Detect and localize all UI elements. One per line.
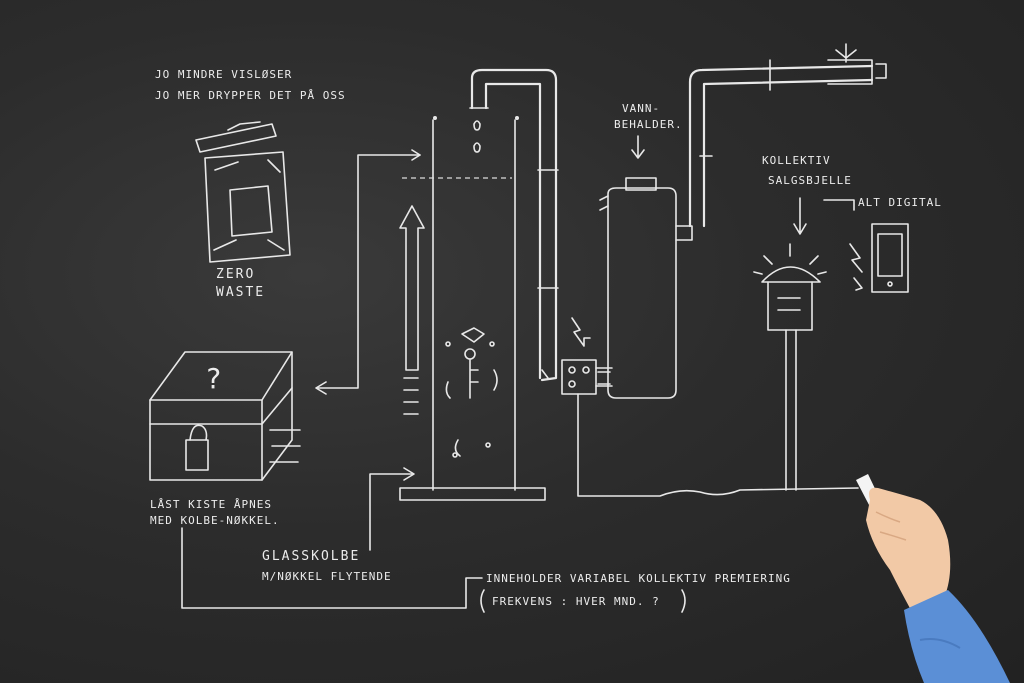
flask-label-line1: GLASSKOLBE bbox=[262, 549, 360, 564]
flask-label-line2: M/NØKKEL FLYTENDE bbox=[262, 570, 392, 583]
locked-chest-sketch bbox=[149, 351, 301, 481]
drip-pipe-sketch bbox=[469, 68, 559, 382]
zero-waste-bin-sketch bbox=[195, 121, 291, 263]
waste-label: WASTE bbox=[216, 285, 265, 300]
chest-label-line2: MED KOLBE-NØKKEL. bbox=[150, 514, 280, 527]
lamp-label-line2: SALGSBJELLE bbox=[768, 174, 852, 187]
pipe-with-faucet-sketch bbox=[688, 43, 887, 228]
arrow-to-chest bbox=[317, 154, 421, 389]
lamp-label-line1: KOLLEKTIV bbox=[762, 154, 831, 167]
sensor-box-sketch bbox=[541, 317, 859, 497]
digital-label: ALT DIGITAL bbox=[858, 196, 942, 209]
zero-label: ZERO bbox=[216, 267, 255, 282]
chest-question-mark: ? bbox=[205, 362, 224, 395]
smartphone-sketch bbox=[849, 223, 909, 293]
water-tank-sketch bbox=[597, 177, 693, 399]
glass-tube-sketch bbox=[399, 116, 546, 501]
connector-to-prize-note bbox=[181, 527, 483, 609]
tank-label-line1: VANN- bbox=[622, 102, 660, 115]
arrow-to-flask bbox=[369, 473, 413, 551]
prize-note-line2: FREKVENS : HVER MND. ? bbox=[492, 595, 660, 608]
chest-label-line1: LÅST KISTE ÅPNES bbox=[150, 498, 272, 511]
note-top-left-line1: JO MINDRE VISLØSER bbox=[155, 68, 292, 81]
hand-with-chalk bbox=[856, 474, 1010, 683]
note-top-left-line2: JO MER DRYPPER DET PÅ OSS bbox=[155, 89, 346, 102]
prize-note-line1: INNEHOLDER VARIABEL KOLLEKTIV PREMIERING bbox=[486, 572, 791, 585]
collective-sales-bell-sketch bbox=[753, 243, 827, 491]
tank-label-line2: BEHALDER. bbox=[614, 118, 683, 131]
